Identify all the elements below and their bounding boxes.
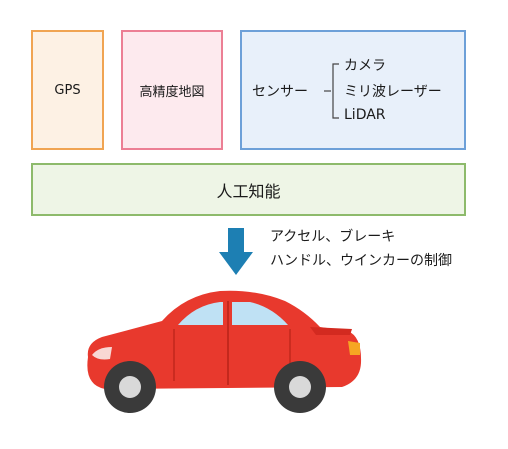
sensor-item-camera: カメラ	[344, 58, 386, 74]
ai-label: 人工知能	[216, 181, 281, 201]
hd-map-label: 高精度地図	[139, 84, 205, 100]
down-arrow-icon	[219, 228, 253, 275]
sensor-item-lidar: LiDAR	[344, 107, 386, 123]
gps-box: GPS	[31, 30, 104, 150]
hd-map-box: 高精度地図	[121, 30, 223, 150]
output-accel-brake: アクセル、ブレーキ	[270, 229, 396, 245]
sensor-label: センサー	[252, 84, 308, 100]
car-icon	[87, 290, 362, 413]
sensor-box: センサー カメラ ミリ波レーザー LiDAR	[240, 30, 466, 150]
ai-box: 人工知能	[31, 163, 466, 216]
sensor-item-radar: ミリ波レーザー	[344, 84, 442, 100]
output-steering-signal: ハンドル、ウインカーの制御	[270, 253, 452, 269]
gps-label: GPS	[54, 82, 81, 98]
sensor-bracket	[324, 63, 339, 119]
